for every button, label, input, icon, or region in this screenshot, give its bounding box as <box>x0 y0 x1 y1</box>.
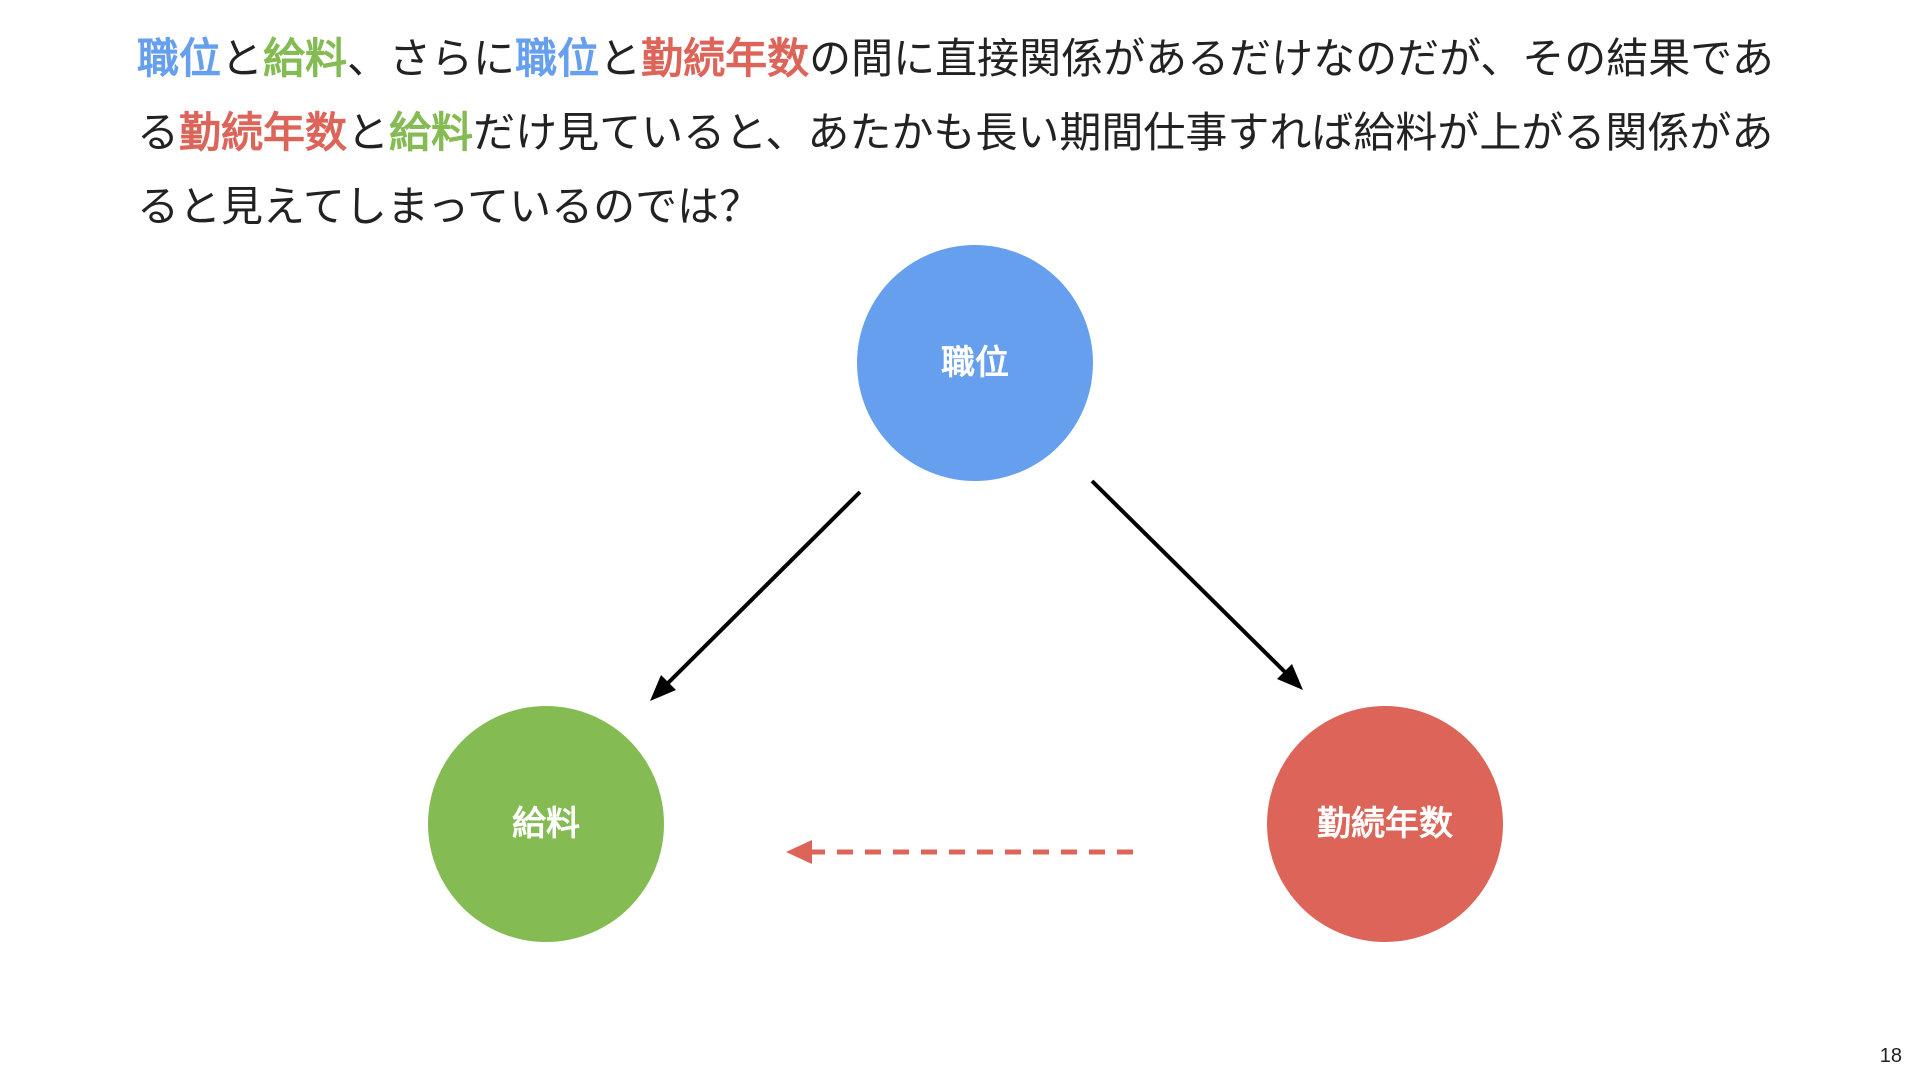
arrowhead <box>1277 664 1303 690</box>
arrowhead <box>786 840 812 864</box>
node-salary-label: 給料 <box>512 804 580 844</box>
node-salary: 給料 <box>428 706 664 942</box>
edge-position-to-tenure <box>1090 479 1303 690</box>
highlighted-term: 給料 <box>389 108 474 157</box>
highlighted-term: 職位 <box>137 34 222 83</box>
page-number: 18 <box>1879 1045 1902 1067</box>
slide-body-text: 職位と給料、さらに職位と勤続年数の間に直接関係があるだけなのだが、その結果である… <box>137 22 1797 244</box>
text-run: の間に直接関係があるだけなのだが、その結果である <box>137 34 1774 157</box>
text-run: と <box>221 34 264 83</box>
node-tenure-label: 勤続年数 <box>1317 804 1453 844</box>
highlighted-term: 職位 <box>515 34 600 83</box>
text-run: 、さらに <box>347 34 516 83</box>
highlighted-term: 給料 <box>263 34 348 83</box>
arrowhead <box>650 675 676 701</box>
node-position-circle <box>857 245 1093 481</box>
highlighted-term: 勤続年数 <box>179 108 348 157</box>
text-run: と <box>599 34 642 83</box>
node-salary-circle <box>428 706 664 942</box>
node-position-label: 職位 <box>941 343 1009 383</box>
node-tenure: 勤続年数 <box>1267 706 1503 942</box>
node-tenure-circle <box>1267 706 1503 942</box>
text-run: だけ見ていると、あたかも長い期間仕事すれば給料が上がる関係があると見えてしまって… <box>137 108 1774 231</box>
node-position: 職位 <box>857 245 1093 481</box>
edge-tenure-to-salary <box>786 840 1133 864</box>
highlighted-term: 勤続年数 <box>641 34 810 83</box>
text-run: と <box>347 108 390 157</box>
edge-position-to-salary <box>650 490 862 701</box>
